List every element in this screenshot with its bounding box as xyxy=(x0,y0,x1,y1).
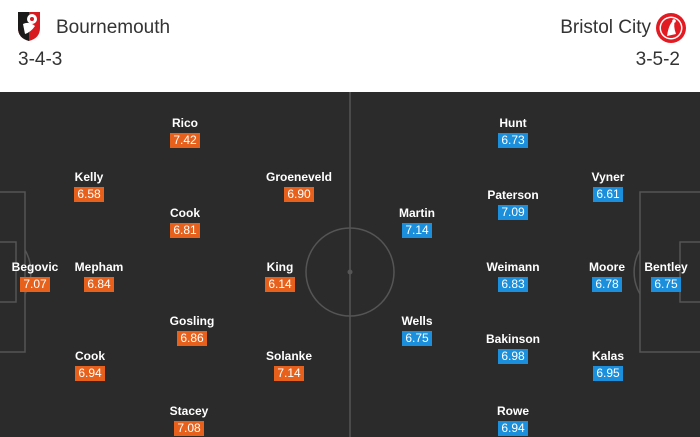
player-rating: 6.78 xyxy=(592,277,622,292)
away-player[interactable]: Wells 6.75 xyxy=(367,314,467,347)
player-rating: 6.90 xyxy=(284,187,314,202)
home-player[interactable]: Solanke 7.14 xyxy=(239,349,339,382)
player-name: King xyxy=(266,260,294,274)
player-rating: 7.14 xyxy=(402,223,432,238)
match-header: Bournemouth 3-4-3 Bristol City 3-5-2 xyxy=(0,0,700,92)
player-rating: 7.08 xyxy=(174,421,204,436)
player-rating: 7.07 xyxy=(20,277,50,292)
player-rating: 6.58 xyxy=(74,187,104,202)
player-name: Begovic xyxy=(11,260,59,274)
home-player[interactable]: Rico 7.42 xyxy=(135,116,235,149)
player-name: Weimann xyxy=(486,260,540,274)
away-player[interactable]: Weimann 6.83 xyxy=(463,260,563,293)
player-rating: 6.95 xyxy=(593,366,623,381)
away-player[interactable]: Martin 7.14 xyxy=(367,206,467,239)
player-rating: 6.98 xyxy=(498,349,528,364)
player-name: Gosling xyxy=(169,314,215,328)
player-rating: 6.83 xyxy=(498,277,528,292)
player-name: Moore xyxy=(589,260,625,274)
away-player[interactable]: Bentley 6.75 xyxy=(616,260,700,293)
away-player[interactable]: Moore 6.78 xyxy=(557,260,657,293)
player-name: Rico xyxy=(171,116,198,130)
player-rating: 6.86 xyxy=(177,331,207,346)
home-player[interactable]: Gosling 6.86 xyxy=(142,314,242,347)
player-rating: 6.75 xyxy=(651,277,681,292)
player-name: Mepham xyxy=(74,260,124,274)
pitch-markings xyxy=(0,92,700,437)
player-name: Cook xyxy=(170,206,200,220)
player-name: Martin xyxy=(399,206,435,220)
player-rating: 6.84 xyxy=(84,277,114,292)
player-name: Bentley xyxy=(644,260,688,274)
player-name: Hunt xyxy=(499,116,527,130)
player-name: Paterson xyxy=(487,188,539,202)
player-rating: 7.42 xyxy=(170,133,200,148)
player-name: Bakinson xyxy=(485,332,540,346)
player-rating: 6.94 xyxy=(75,366,105,381)
player-rating: 7.14 xyxy=(274,366,304,381)
home-player[interactable]: Mepham 6.84 xyxy=(49,260,149,293)
home-player[interactable]: Kelly 6.58 xyxy=(39,170,139,203)
player-rating: 6.81 xyxy=(170,223,200,238)
player-rating: 7.09 xyxy=(498,205,528,220)
home-player[interactable]: Cook 6.81 xyxy=(135,206,235,239)
player-name: Wells xyxy=(401,314,433,328)
away-player[interactable]: Hunt 6.73 xyxy=(463,116,563,149)
away-team-name: Bristol City xyxy=(560,17,651,38)
player-name: Vyner xyxy=(591,170,625,184)
player-name: Groeneveld xyxy=(265,170,333,184)
player-name: Rowe xyxy=(496,404,529,418)
away-player[interactable]: Paterson 7.09 xyxy=(463,188,563,221)
player-name: Cook xyxy=(75,349,105,363)
home-team-name: Bournemouth xyxy=(56,17,171,38)
pitch: Begovic 7.07 Kelly 6.58 Mepham 6.84 Cook… xyxy=(0,92,700,437)
player-rating: 6.61 xyxy=(593,187,623,202)
away-formation: 3-5-2 xyxy=(635,49,680,70)
player-name: Kalas xyxy=(591,349,625,363)
player-rating: 6.94 xyxy=(498,421,528,436)
player-name: Solanke xyxy=(265,349,313,363)
home-player[interactable]: Cook 6.94 xyxy=(40,349,140,382)
away-player[interactable]: Kalas 6.95 xyxy=(558,349,658,382)
home-formation: 3-4-3 xyxy=(18,49,63,70)
away-player[interactable]: Vyner 6.61 xyxy=(558,170,658,203)
home-player[interactable]: Begovic 7.07 xyxy=(0,260,85,293)
player-rating: 6.14 xyxy=(265,277,295,292)
player-rating: 6.75 xyxy=(402,331,432,346)
away-player[interactable]: Bakinson 6.98 xyxy=(463,332,563,365)
bristol-city-crest-icon xyxy=(656,13,686,43)
home-player[interactable]: Groeneveld 6.90 xyxy=(249,170,349,203)
player-name: Stacey xyxy=(169,404,209,418)
player-rating: 6.73 xyxy=(498,133,528,148)
home-player[interactable]: Stacey 7.08 xyxy=(139,404,239,437)
bournemouth-crest-icon xyxy=(18,12,40,41)
away-player[interactable]: Rowe 6.94 xyxy=(463,404,563,437)
home-player[interactable]: King 6.14 xyxy=(230,260,330,293)
player-name: Kelly xyxy=(74,170,104,184)
